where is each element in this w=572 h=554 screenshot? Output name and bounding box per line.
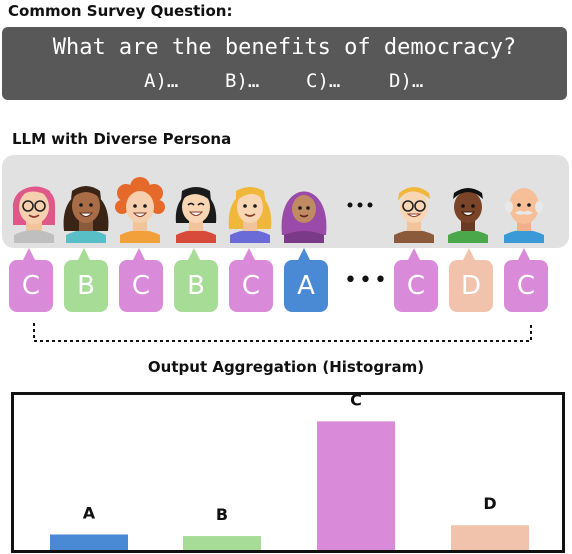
question-text: What are the benefits of democracy? (52, 35, 517, 60)
bubble-tail (243, 248, 255, 260)
avatar-blonde-glasses (394, 187, 434, 243)
answer-bubble: A (284, 248, 328, 312)
bubble-tail (298, 248, 310, 260)
bubble-tail (463, 248, 475, 260)
aggregation-heading: Output Aggregation (Histogram) (147, 358, 425, 376)
answer-bubble: D (449, 248, 493, 312)
bubble-tail (23, 248, 35, 260)
option-a: A)… (144, 70, 179, 92)
avatar-purple-hijab (281, 191, 327, 243)
histogram-label-c: C (350, 395, 362, 409)
answer-bubble: B (174, 248, 218, 312)
answer-bubble: C (9, 248, 53, 312)
avatar-pink-hair-glasses (12, 186, 56, 243)
histogram-bar-a (50, 534, 128, 550)
bubble-tail (133, 248, 145, 260)
survey-question-box: What are the benefits of democracy? (2, 27, 567, 100)
option-d: D)… (389, 70, 424, 92)
answer-bubble: B (64, 248, 108, 312)
aggregation-bracket (33, 323, 532, 342)
option-b: B)… (225, 70, 260, 92)
answer-bubble: C (119, 248, 163, 312)
histogram: A B C D (11, 392, 565, 553)
avatar-bald-mustache-elder (504, 188, 544, 243)
survey-question-heading: Common Survey Question: (8, 2, 233, 20)
histogram-bar-b (183, 536, 261, 550)
avatar-ellipsis (347, 202, 373, 208)
histogram-bar-c (317, 421, 395, 550)
bubble-tail (408, 248, 420, 260)
answer-bubble: C (504, 248, 548, 312)
histogram-label-a: A (83, 504, 96, 523)
answers-ellipsis: ••• (344, 268, 389, 293)
option-c: C)… (306, 70, 341, 92)
persona-avatars (12, 177, 544, 243)
persona-heading: LLM with Diverse Persona (12, 130, 232, 148)
bubble-tail (518, 248, 530, 260)
avatar-red-curly-hair (115, 177, 165, 243)
answer-options: A)… B)… C)… D)… (0, 70, 572, 94)
bubble-tail (78, 248, 90, 260)
answer-bubble: C (394, 248, 438, 312)
avatar-dark-curly-hair (63, 186, 109, 243)
avatar-black-hair-smiling (175, 187, 217, 243)
histogram-bar-d (451, 525, 529, 550)
persona-panel (2, 155, 569, 248)
histogram-label-d: D (483, 494, 496, 513)
histogram-label-b: B (216, 505, 228, 524)
avatar-dark-skin-smiling (448, 188, 488, 243)
answer-bubble: C (229, 248, 273, 312)
histogram-plot: A B C D (50, 395, 529, 550)
avatar-blonde-hair (228, 187, 272, 243)
bubble-tail (188, 248, 200, 260)
